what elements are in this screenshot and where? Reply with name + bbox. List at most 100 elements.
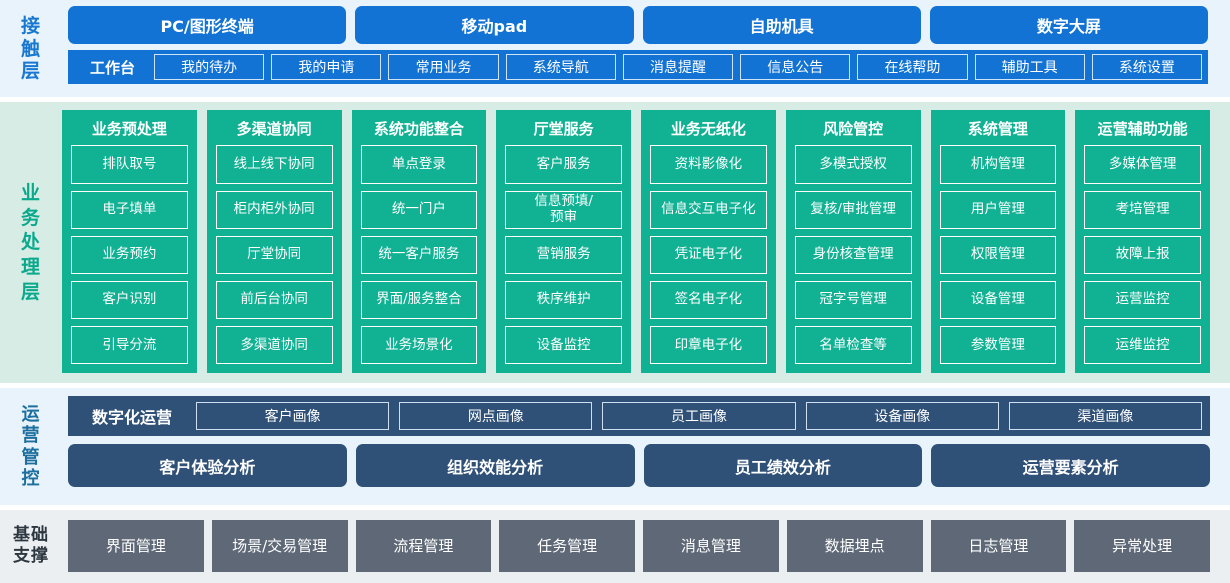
business-item[interactable]: 名单检查等 bbox=[794, 325, 912, 365]
business-item[interactable]: 界面/服务整合 bbox=[360, 280, 478, 319]
business-item[interactable]: 客户服务 bbox=[505, 145, 622, 184]
business-item[interactable]: 引导分流 bbox=[71, 325, 188, 365]
channel-pc[interactable]: PC/图形终端 bbox=[68, 6, 347, 44]
business-column-system-management: 系统管理 机构管理 用户管理 权限管理 设备管理 参数管理 bbox=[930, 110, 1066, 374]
analysis-employee-performance[interactable]: 员工绩效分析 bbox=[643, 444, 923, 488]
layer-divider bbox=[0, 97, 1230, 103]
layer-contact-label: 接 触 层 bbox=[0, 0, 62, 97]
layer-contact-body: PC/图形终端 移动pad 自助机具 数字大屏 工作台 我的待办 我的申请 常用… bbox=[62, 0, 1230, 97]
business-item[interactable]: 故障上报 bbox=[1084, 235, 1201, 274]
portrait-employee[interactable]: 员工画像 bbox=[602, 402, 796, 431]
business-item[interactable]: 权限管理 bbox=[939, 235, 1057, 274]
foundation-exception-handling[interactable]: 异常处理 bbox=[1074, 519, 1210, 572]
foundation-log-management[interactable]: 日志管理 bbox=[930, 519, 1067, 572]
label-char: 理 bbox=[20, 256, 41, 279]
business-item[interactable]: 信息预填/ 预审 bbox=[505, 190, 622, 229]
workbench-item-system-nav[interactable]: 系统导航 bbox=[505, 54, 616, 80]
foundation-task-management[interactable]: 任务管理 bbox=[499, 519, 635, 572]
label-char: 接 bbox=[20, 15, 41, 38]
business-item[interactable]: 用户管理 bbox=[939, 190, 1057, 229]
workbench-title: 工作台 bbox=[90, 58, 136, 77]
business-item[interactable]: 统一门户 bbox=[360, 190, 478, 229]
business-item[interactable]: 身份核查管理 bbox=[794, 235, 912, 274]
business-item[interactable]: 单点登录 bbox=[360, 145, 478, 184]
business-item[interactable]: 冠字号管理 bbox=[794, 280, 912, 319]
workbench-item-online-help[interactable]: 在线帮助 bbox=[857, 54, 968, 80]
business-item[interactable]: 考培管理 bbox=[1084, 190, 1201, 229]
analysis-row: 客户体验分析 组织效能分析 员工绩效分析 运营要素分析 bbox=[68, 444, 1210, 488]
analysis-operation-factors[interactable]: 运营要素分析 bbox=[931, 444, 1210, 488]
foundation-ui-management[interactable]: 界面管理 bbox=[68, 519, 204, 572]
channel-mobile-pad[interactable]: 移动pad bbox=[355, 6, 634, 44]
business-column-risk-control: 风险管控 多模式授权 复核/审批管理 身份核查管理 冠字号管理 名单检查等 bbox=[785, 110, 921, 374]
business-item[interactable]: 线上线下协同 bbox=[215, 145, 333, 184]
channel-self-service[interactable]: 自助机具 bbox=[642, 6, 921, 44]
portrait-channel[interactable]: 渠道画像 bbox=[1008, 402, 1203, 431]
business-item[interactable]: 资料影像化 bbox=[650, 145, 767, 184]
layer-operations-label-text: 运 营 管 控 bbox=[22, 404, 41, 489]
digital-operations-title: 数字化运营 bbox=[92, 408, 173, 428]
business-item[interactable]: 多媒体管理 bbox=[1084, 145, 1201, 184]
business-item[interactable]: 运营监控 bbox=[1084, 280, 1201, 319]
layer-business: 业 务 处 理 层 业务预处理 排队取号 电子填单 业务预约 客户识别 引导分流… bbox=[0, 102, 1230, 384]
business-item[interactable]: 多模式授权 bbox=[794, 145, 912, 184]
label-char: 支 bbox=[13, 546, 31, 567]
business-item[interactable]: 签名电子化 bbox=[650, 280, 767, 319]
business-item[interactable]: 参数管理 bbox=[939, 325, 1057, 365]
column-items: 线上线下协同 柜内柜外协同 厅堂协同 前后台协同 多渠道协同 bbox=[215, 145, 333, 365]
foundation-data-tracking[interactable]: 数据埋点 bbox=[786, 519, 923, 572]
business-item[interactable]: 设备管理 bbox=[939, 280, 1057, 319]
business-item[interactable]: 业务场景化 bbox=[360, 325, 478, 365]
column-items: 资料影像化 信息交互电子化 凭证电子化 签名电子化 印章电子化 bbox=[650, 145, 767, 365]
foundation-message-management[interactable]: 消息管理 bbox=[643, 519, 779, 572]
workbench-item-application[interactable]: 我的申请 bbox=[271, 54, 382, 80]
business-item[interactable]: 前后台协同 bbox=[215, 280, 333, 319]
workbench-item-common-business[interactable]: 常用业务 bbox=[388, 54, 499, 80]
layer-operations-body: 数字化运营 客户画像 网点画像 员工画像 设备画像 渠道画像 客户体验分析 组织… bbox=[62, 388, 1230, 505]
business-item[interactable]: 电子填单 bbox=[71, 190, 188, 229]
layer-operations: 运 营 管 控 数字化运营 客户画像 网点画像 员工画像 设备画像 渠道画像 客… bbox=[0, 388, 1230, 505]
workbench-item-message-alert[interactable]: 消息提醒 bbox=[622, 54, 734, 80]
business-item[interactable]: 凭证电子化 bbox=[650, 235, 767, 274]
layer-foundation-label: 基 础 支 撑 bbox=[0, 510, 62, 583]
business-item[interactable]: 秩序维护 bbox=[505, 280, 622, 319]
business-item[interactable]: 信息交互电子化 bbox=[650, 190, 767, 229]
workbench-item-todo[interactable]: 我的待办 bbox=[154, 54, 265, 80]
channel-digital-screen[interactable]: 数字大屏 bbox=[929, 6, 1208, 44]
business-item[interactable]: 营销服务 bbox=[505, 235, 622, 274]
label-char: 础 bbox=[31, 525, 49, 546]
business-item[interactable]: 排队取号 bbox=[71, 145, 188, 184]
column-items: 多媒体管理 考培管理 故障上报 运营监控 运维监控 bbox=[1084, 145, 1201, 365]
business-item[interactable]: 统一客户服务 bbox=[360, 235, 478, 274]
foundation-scenario-transaction[interactable]: 场景/交易管理 bbox=[211, 519, 348, 572]
business-item[interactable]: 业务预约 bbox=[71, 235, 188, 274]
label-char: 层 bbox=[20, 280, 41, 303]
business-item[interactable]: 印章电子化 bbox=[650, 325, 767, 365]
column-items: 排队取号 电子填单 业务预约 客户识别 引导分流 bbox=[71, 145, 188, 365]
workbench-item-settings[interactable]: 系统设置 bbox=[1091, 54, 1202, 80]
label-char: 运 bbox=[21, 404, 41, 426]
portrait-device[interactable]: 设备画像 bbox=[805, 402, 999, 431]
column-items: 机构管理 用户管理 权限管理 设备管理 参数管理 bbox=[939, 145, 1057, 365]
business-item[interactable]: 厅堂协同 bbox=[215, 235, 333, 274]
business-item[interactable]: 客户识别 bbox=[71, 280, 188, 319]
portrait-branch[interactable]: 网点画像 bbox=[399, 402, 593, 431]
analysis-customer-experience[interactable]: 客户体验分析 bbox=[68, 444, 347, 488]
portrait-customer[interactable]: 客户画像 bbox=[196, 402, 390, 431]
workbench-item-tools[interactable]: 辅助工具 bbox=[974, 54, 1085, 80]
business-item[interactable]: 运维监控 bbox=[1084, 325, 1201, 365]
business-column-system-integration: 系统功能整合 单点登录 统一门户 统一客户服务 界面/服务整合 业务场景化 bbox=[351, 110, 487, 374]
business-item[interactable]: 柜内柜外协同 bbox=[215, 190, 333, 229]
channel-row: PC/图形终端 移动pad 自助机具 数字大屏 bbox=[68, 6, 1208, 44]
column-title: 多渠道协同 bbox=[236, 119, 312, 138]
foundation-row: 界面管理 场景/交易管理 流程管理 任务管理 消息管理 数据埋点 日志管理 异常… bbox=[68, 519, 1210, 572]
layer-contact-label-text: 接 触 层 bbox=[21, 15, 41, 82]
business-item[interactable]: 设备监控 bbox=[505, 325, 622, 365]
business-item[interactable]: 复核/审批管理 bbox=[794, 190, 912, 229]
workbench-item-announcement[interactable]: 信息公告 bbox=[740, 54, 851, 80]
business-item[interactable]: 多渠道协同 bbox=[215, 325, 333, 365]
business-column-paperless: 业务无纸化 资料影像化 信息交互电子化 凭证电子化 签名电子化 印章电子化 bbox=[641, 110, 776, 374]
foundation-process-management[interactable]: 流程管理 bbox=[355, 519, 492, 572]
analysis-org-efficiency[interactable]: 组织效能分析 bbox=[355, 444, 635, 488]
business-item[interactable]: 机构管理 bbox=[939, 145, 1057, 184]
